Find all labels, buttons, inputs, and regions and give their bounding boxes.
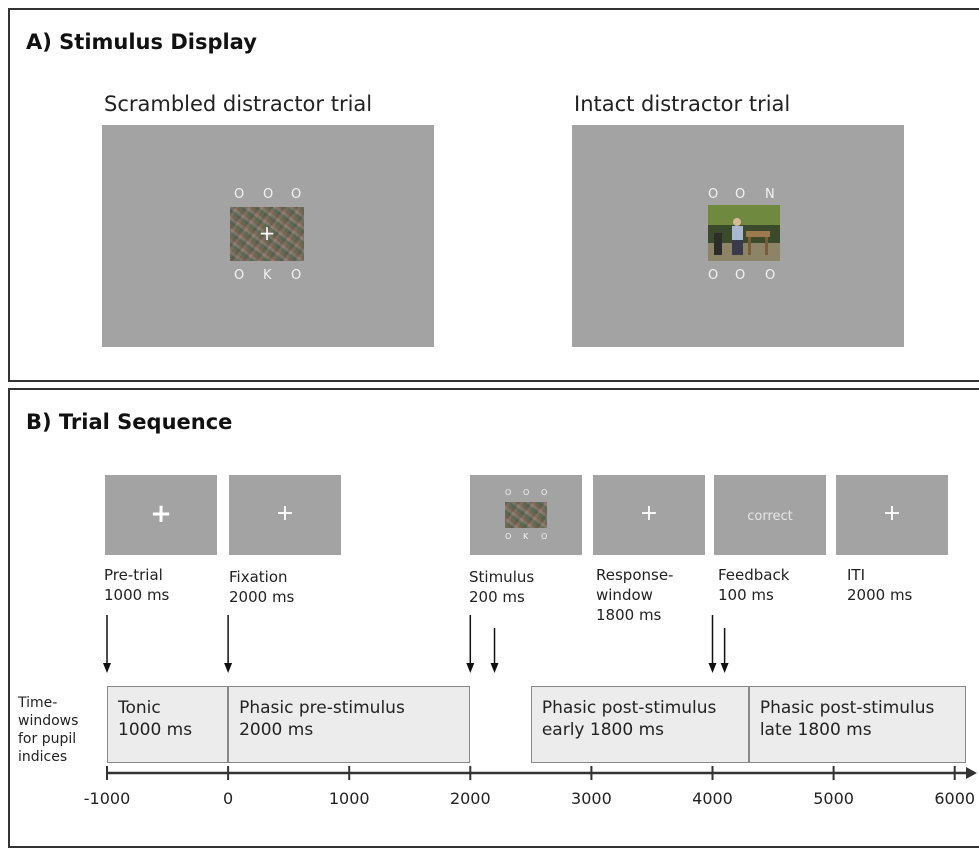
intact-top-letter-3: N — [765, 187, 775, 202]
pre-trial-name: Pre-trial — [104, 566, 163, 584]
time-windows-row-label: Time- windows for pupil indices — [18, 695, 79, 765]
intact-photo — [708, 205, 780, 261]
intact-bottom-letter-1: O — [708, 268, 719, 283]
panel-b: B) Trial Sequence — [8, 388, 979, 848]
axis-tick-label-0: 0 — [223, 789, 234, 808]
pre-trial-label: Pre-trial 1000 ms — [104, 565, 169, 605]
axis-tick-label-5000: 5000 — [813, 789, 854, 808]
stimulus-duration: 200 ms — [469, 588, 525, 606]
response-window-name: Response- window — [596, 566, 674, 604]
scrambled-bottom-letter-3: O — [291, 268, 302, 283]
intact-trial-screen: O O N O O O — [572, 125, 904, 347]
feedback-name: Feedback — [718, 566, 790, 584]
intact-top-letter-2: O — [735, 187, 746, 202]
scrambled-top-letter-1: O — [234, 187, 245, 202]
axis-tick-label-2000: 2000 — [449, 789, 491, 808]
mini-top-letter-2: O — [523, 488, 530, 497]
feedback-screen: correct — [714, 475, 826, 555]
feedback-duration: 100 ms — [718, 586, 774, 604]
scrambled-top-letter-2: O — [263, 187, 274, 202]
panel-b-title: B) Trial Sequence — [26, 410, 233, 434]
iti-cross: + — [882, 501, 902, 526]
fixation-cross: + — [258, 221, 276, 245]
pre-trial-cross: + — [150, 499, 172, 529]
axis-tick-label-4000: 4000 — [692, 789, 733, 808]
time-window-1: Tonic 1000 ms — [107, 686, 229, 763]
time-window-3: Phasic post-stimulus early 1800 ms — [530, 686, 749, 763]
mini-bottom-letter-3: O — [541, 532, 548, 541]
response-window-label: Response- window 1800 ms — [596, 565, 673, 625]
scrambled-top-letter-3: O — [291, 187, 302, 202]
axis-tick-label--1000: -1000 — [83, 789, 131, 808]
intact-trial-title: Intact distractor trial — [574, 92, 791, 116]
scrambled-trial-title: Scrambled distractor trial — [104, 92, 373, 116]
fixation-duration: 2000 ms — [229, 588, 295, 606]
scrambled-image — [230, 207, 304, 261]
intact-bottom-letter-3: O — [765, 268, 776, 283]
scrambled-bottom-letter-1: O — [234, 268, 245, 283]
stimulus-name: Stimulus — [469, 568, 535, 586]
fixation-screen-cross: + — [275, 501, 295, 526]
stimulus-label: Stimulus 200 ms — [469, 567, 534, 607]
fixation-label: Fixation 2000 ms — [229, 567, 294, 607]
panel-a: A) Stimulus Display Scrambled distractor… — [8, 8, 979, 382]
iti-duration: 2000 ms — [847, 586, 913, 604]
fixation-screen: + — [229, 475, 341, 555]
response-window-duration: 1800 ms — [596, 606, 662, 624]
time-window-2: Phasic pre-stimulus 2000 ms — [228, 686, 471, 763]
time-window-4: Phasic post-stimulus late 1800 ms — [748, 686, 966, 763]
intact-photo-scene — [708, 205, 780, 261]
mini-top-letter-1: O — [505, 488, 512, 497]
intact-top-letter-1: O — [708, 187, 719, 202]
feedback-label: Feedback 100 ms — [718, 565, 789, 605]
pre-trial-duration: 1000 ms — [104, 586, 170, 604]
feedback-text: correct — [747, 509, 793, 524]
scrambled-bottom-letter-2: K — [263, 268, 272, 283]
panel-a-title: A) Stimulus Display — [26, 30, 257, 54]
mini-scrambled-image — [505, 502, 547, 528]
fixation-name: Fixation — [229, 568, 288, 586]
scrambled-trial-screen: O O O + O K O — [102, 125, 434, 347]
mini-bottom-letter-1: O — [505, 532, 512, 541]
intact-bottom-letter-2: O — [735, 268, 746, 283]
iti-name: ITI — [847, 566, 866, 584]
response-window-cross: + — [639, 501, 659, 526]
mini-bottom-letter-2: K — [523, 532, 529, 541]
axis-tick-label-6000: 6000 — [934, 789, 976, 808]
iti-screen: + — [836, 475, 948, 555]
response-window-screen: + — [593, 475, 705, 555]
iti-label: ITI 2000 ms — [847, 565, 912, 605]
stimulus-screen: O O O O K O — [470, 475, 582, 555]
axis-tick-label-3000: 3000 — [571, 789, 612, 808]
pre-trial-screen: + — [105, 475, 217, 555]
mini-top-letter-3: O — [541, 488, 548, 497]
axis-tick-label-1000: 1000 — [328, 789, 370, 808]
